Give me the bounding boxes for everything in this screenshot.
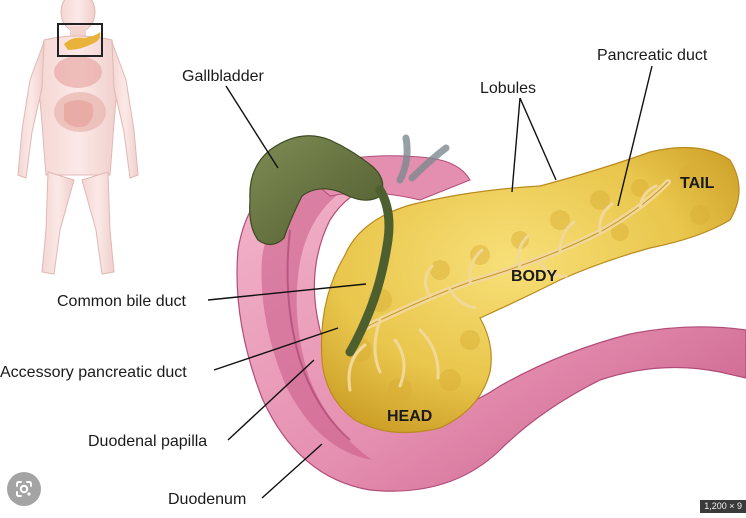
highlight-box <box>57 23 103 57</box>
google-lens-icon <box>16 481 32 497</box>
gallbladder <box>249 134 450 357</box>
label-gallbladder: Gallbladder <box>182 68 265 85</box>
label-duodenum: Duodenum <box>168 491 246 508</box>
human-body-thumbnail <box>0 0 150 290</box>
label-common-bile-duct: Common bile duct <box>57 293 187 310</box>
label-lobules: Lobules <box>480 80 536 97</box>
label-duodenal-papilla: Duodenal papilla <box>88 433 207 450</box>
lens-button[interactable] <box>7 472 41 506</box>
region-tail: TAIL <box>680 175 715 192</box>
label-pancreatic-duct: Pancreatic duct <box>597 47 708 64</box>
image-size-badge: 1,200 × 9 <box>700 500 746 513</box>
region-head: HEAD <box>387 408 432 425</box>
leader-lines <box>207 65 653 499</box>
label-accessory-pancreatic-duct: Accessory pancreatic duct <box>0 364 187 381</box>
pancreas <box>320 146 740 434</box>
region-body: BODY <box>511 268 558 285</box>
